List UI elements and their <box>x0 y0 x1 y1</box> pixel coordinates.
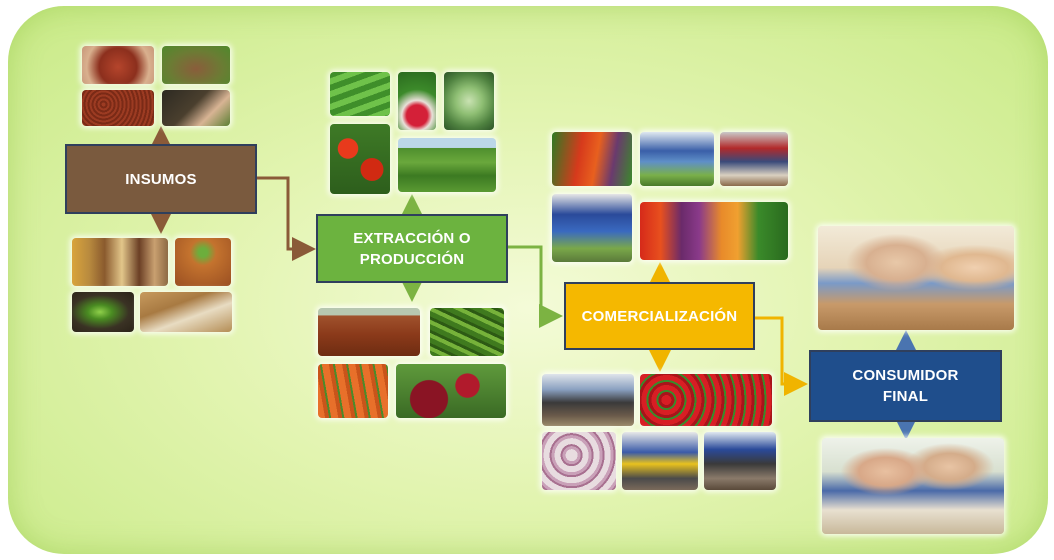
photo-mixed-grains <box>72 238 168 286</box>
photo-radishes <box>398 72 436 130</box>
photo-family-dinner <box>818 226 1014 330</box>
photo-market-shoppers <box>704 432 776 490</box>
photo-cabbage <box>444 72 494 130</box>
stage-comercializacion: COMERCIALIZACIÓN <box>564 282 755 350</box>
stage-comercializacion-label: COMERCIALIZACIÓN <box>581 307 738 325</box>
photo-planting-seedling <box>162 90 230 126</box>
stage-produccion-label: EXTRACCIÓN O PRODUCCIÓN <box>353 229 471 268</box>
photo-lettuce-field <box>330 72 390 116</box>
photo-garlic <box>542 432 616 490</box>
photo-carrots <box>318 364 388 418</box>
photo-tomatoes <box>330 124 390 194</box>
connector-produccion-comercializacion <box>508 245 563 328</box>
photo-market-vendors-2 <box>622 432 698 490</box>
photo-sprout-in-soil <box>175 238 231 286</box>
photo-market-people <box>552 194 632 262</box>
photo-strawberries <box>640 374 772 426</box>
photo-soil-field <box>162 46 230 84</box>
photo-seedling <box>72 292 134 332</box>
photo-market-crowd <box>720 132 788 186</box>
stage-consumidor: CONSUMIDOR FINAL <box>809 350 1002 422</box>
photo-family-meal <box>822 438 1004 534</box>
photo-red-seeds-in-hands <box>82 46 154 84</box>
photo-market-crowd-2 <box>542 374 634 426</box>
stage-produccion: EXTRACCIÓN O PRODUCCIÓN <box>316 214 508 283</box>
photo-soil-field-production <box>318 308 420 356</box>
photo-red-fruit <box>396 364 506 418</box>
photo-red-grain <box>82 90 154 126</box>
photo-seed-piles <box>140 292 232 332</box>
photo-colorful-produce <box>640 202 788 260</box>
photo-green-beans <box>430 308 504 356</box>
photo-market-vendors <box>640 132 714 186</box>
connector-insumos-produccion <box>257 176 316 261</box>
stage-insumos: INSUMOS <box>65 144 257 214</box>
stage-insumos-label: INSUMOS <box>125 170 197 188</box>
photo-crop-rows <box>398 138 496 192</box>
photo-vegetable-stall <box>552 132 632 186</box>
connector-comercializacion-consumidor <box>755 316 808 396</box>
stage-consumidor-label: CONSUMIDOR FINAL <box>852 367 959 405</box>
